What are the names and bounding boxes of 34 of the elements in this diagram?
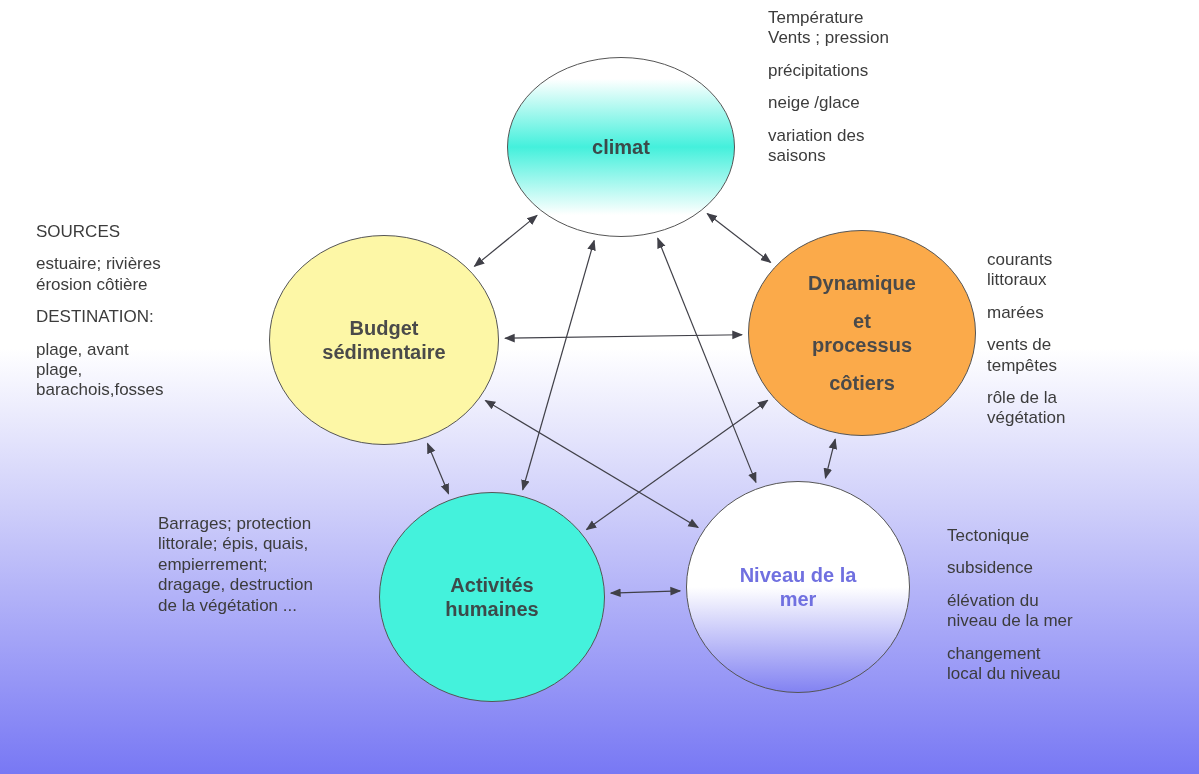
annotation-text: neige /glace <box>768 93 861 114</box>
annotation-text: DESTINATION: <box>36 307 155 328</box>
double-arrow <box>484 399 700 528</box>
circle-label: Activités humaines <box>444 573 540 621</box>
annotation-text: Barrages; protection littorale; épis, quais, empierrement; dragage, destruction de la végétation ... <box>158 514 314 616</box>
double-arrow <box>585 399 769 531</box>
double-arrow <box>521 239 596 491</box>
double-arrow <box>706 212 772 264</box>
annotation-text: subsidence <box>947 558 1034 579</box>
annotation-text: rôle de la végétation <box>987 387 1067 429</box>
annotation-text: élévation du niveau de la mer <box>947 590 1074 632</box>
double-arrow <box>609 586 682 598</box>
circle-label: Budget sédimentaire <box>321 316 447 364</box>
double-arrow <box>823 438 838 480</box>
annotation-text: estuaire; rivières érosion côtière <box>36 254 162 296</box>
annotation-text: précipitations <box>768 60 870 82</box>
circle-label: climat <box>591 135 651 159</box>
annotation-text: variation des saisons <box>768 125 866 167</box>
annotation-text: marées <box>987 302 1045 324</box>
annotation-text: Tectonique <box>947 526 1031 547</box>
circle-label: Dynamique <box>807 271 917 295</box>
circle-label: Niveau de la mer <box>738 563 858 611</box>
annotation-text: SOURCES <box>36 222 122 243</box>
annotation-text: courants littoraux <box>987 250 1054 291</box>
circle-label: et processus <box>810 309 914 357</box>
annotation-text: plage, avant plage, barachois,fosses <box>36 339 165 401</box>
annotation-text: vents de tempêtes <box>987 335 1058 376</box>
double-arrow <box>503 330 744 343</box>
double-arrow <box>473 214 538 267</box>
circle-label: côtiers <box>828 371 896 395</box>
double-arrow <box>426 442 450 495</box>
double-arrow <box>657 237 757 484</box>
annotation-text: Température Vents ; pression <box>768 8 890 49</box>
annotation-text: changement local du niveau <box>947 643 1062 685</box>
